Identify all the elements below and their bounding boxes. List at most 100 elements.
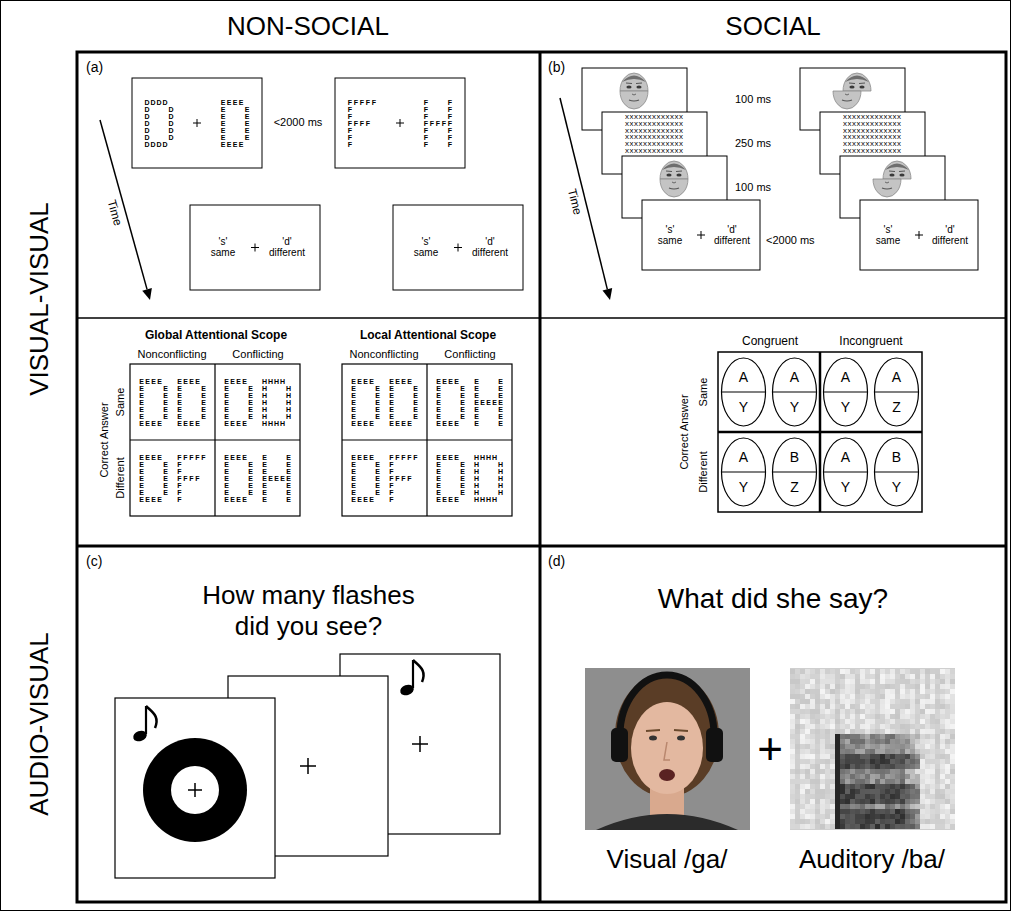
local-letter: E bbox=[492, 399, 498, 406]
spectrogram-cell bbox=[790, 789, 795, 794]
spectrogram-cell bbox=[855, 694, 860, 699]
spectrogram-cell bbox=[880, 814, 885, 819]
spectrogram-cell bbox=[875, 754, 880, 759]
music-note bbox=[399, 660, 424, 697]
spectrogram-cell bbox=[840, 699, 845, 704]
spectrogram-cell bbox=[900, 759, 905, 764]
spectrogram-cell bbox=[815, 779, 820, 784]
spectrogram-cell bbox=[845, 739, 850, 744]
face-bottom bbox=[620, 91, 648, 109]
spectrogram-cell bbox=[820, 709, 825, 714]
spectrogram-cell bbox=[865, 779, 870, 784]
spectrogram-cell bbox=[895, 819, 900, 824]
spectrogram-cell bbox=[940, 779, 945, 784]
local-letter: E bbox=[474, 392, 480, 399]
local-letter: E bbox=[139, 413, 145, 420]
face-oval bbox=[875, 358, 919, 426]
spectrogram-cell bbox=[895, 799, 900, 804]
spectrogram-cell bbox=[810, 709, 815, 714]
spectrogram-cell bbox=[810, 704, 815, 709]
spectrogram-cell bbox=[850, 769, 855, 774]
spectrogram-cell bbox=[825, 809, 830, 814]
spectrogram-cell bbox=[805, 734, 810, 739]
local-letter: E bbox=[436, 454, 442, 461]
local-letter: F bbox=[183, 475, 189, 482]
local-letter: E bbox=[151, 496, 157, 503]
spectrogram-cell bbox=[945, 734, 950, 739]
photo-hair bbox=[615, 673, 719, 797]
spectrogram-cell bbox=[925, 779, 930, 784]
local-letter: E bbox=[351, 378, 357, 385]
spectrogram-cell bbox=[800, 709, 805, 714]
local-letter: E bbox=[139, 496, 145, 503]
spectrogram-cell bbox=[860, 714, 865, 719]
spectrogram-cell bbox=[850, 779, 855, 784]
spectrogram-cell bbox=[805, 684, 810, 689]
spectrogram-cell bbox=[815, 794, 820, 799]
spectrogram-cell bbox=[895, 824, 900, 829]
spectrogram-cell bbox=[855, 734, 860, 739]
spectrogram-cell bbox=[880, 739, 885, 744]
spectrogram-cell bbox=[900, 784, 905, 789]
spectrogram-cell bbox=[880, 684, 885, 689]
spectrogram-cell bbox=[800, 759, 805, 764]
spectrogram-cell bbox=[815, 759, 820, 764]
spectrogram-cell bbox=[805, 714, 810, 719]
spectrogram-cell bbox=[860, 719, 865, 724]
local-letter: E bbox=[498, 392, 504, 399]
spectrogram-cell bbox=[895, 759, 900, 764]
spectrogram-cell bbox=[885, 804, 890, 809]
spectrogram-cell bbox=[920, 779, 925, 784]
spectrogram-cell bbox=[830, 789, 835, 794]
spectrogram-cell bbox=[920, 734, 925, 739]
label-text: Auditory /ba/ bbox=[799, 845, 945, 875]
local-letter: E bbox=[157, 454, 163, 461]
local-letter: E bbox=[442, 378, 448, 385]
spectrogram-cell bbox=[950, 819, 955, 824]
spectrogram-cell bbox=[815, 809, 820, 814]
local-letter: E bbox=[454, 496, 460, 503]
spectrogram-cell bbox=[810, 719, 815, 724]
local-letter: E bbox=[442, 496, 448, 503]
spectrogram-cell bbox=[940, 799, 945, 804]
spectrogram-cell bbox=[800, 694, 805, 699]
local-letter: F bbox=[371, 99, 377, 106]
local-letter: D bbox=[144, 141, 150, 148]
local-letter: E bbox=[139, 406, 145, 413]
spectrogram-cell bbox=[800, 714, 805, 719]
spectrogram-cell bbox=[935, 739, 940, 744]
local-letter: E bbox=[389, 399, 395, 406]
spectrogram-cell bbox=[950, 759, 955, 764]
local-letter: E bbox=[224, 461, 230, 468]
spectrogram-cell bbox=[850, 694, 855, 699]
spectrogram-cell bbox=[815, 734, 820, 739]
spectrogram-cell bbox=[830, 699, 835, 704]
label-text: Local Attentional Scope bbox=[360, 329, 496, 343]
spectrogram-cell bbox=[950, 769, 955, 774]
spectrogram-cell bbox=[880, 769, 885, 774]
spectrogram-cell bbox=[805, 819, 810, 824]
face-brow bbox=[626, 83, 642, 85]
compound-letter: EEEEEEEEEEEEEEEEEE bbox=[351, 454, 381, 503]
face-hair bbox=[622, 76, 646, 83]
spectrogram-cell bbox=[805, 689, 810, 694]
spectrogram-cell bbox=[940, 704, 945, 709]
face-eye bbox=[899, 174, 904, 177]
local-letter: E bbox=[189, 420, 195, 427]
local-letter: E bbox=[236, 454, 242, 461]
spectrogram-cell bbox=[905, 799, 910, 804]
spectrogram-cell bbox=[900, 774, 905, 779]
spectrogram-cell bbox=[790, 759, 795, 764]
face-split bbox=[773, 391, 817, 392]
label-text: Different bbox=[114, 457, 127, 498]
spectrogram-cell bbox=[820, 799, 825, 804]
local-letter: E bbox=[224, 489, 230, 496]
local-letter: E bbox=[442, 454, 448, 461]
spectrogram-cell bbox=[915, 669, 920, 674]
spectrogram-cell bbox=[795, 824, 800, 829]
spectrogram-cell bbox=[930, 669, 935, 674]
spectrogram-cell bbox=[795, 714, 800, 719]
local-letter: E bbox=[268, 475, 274, 482]
spectrogram-cell bbox=[850, 704, 855, 709]
spectrogram-cell bbox=[940, 804, 945, 809]
